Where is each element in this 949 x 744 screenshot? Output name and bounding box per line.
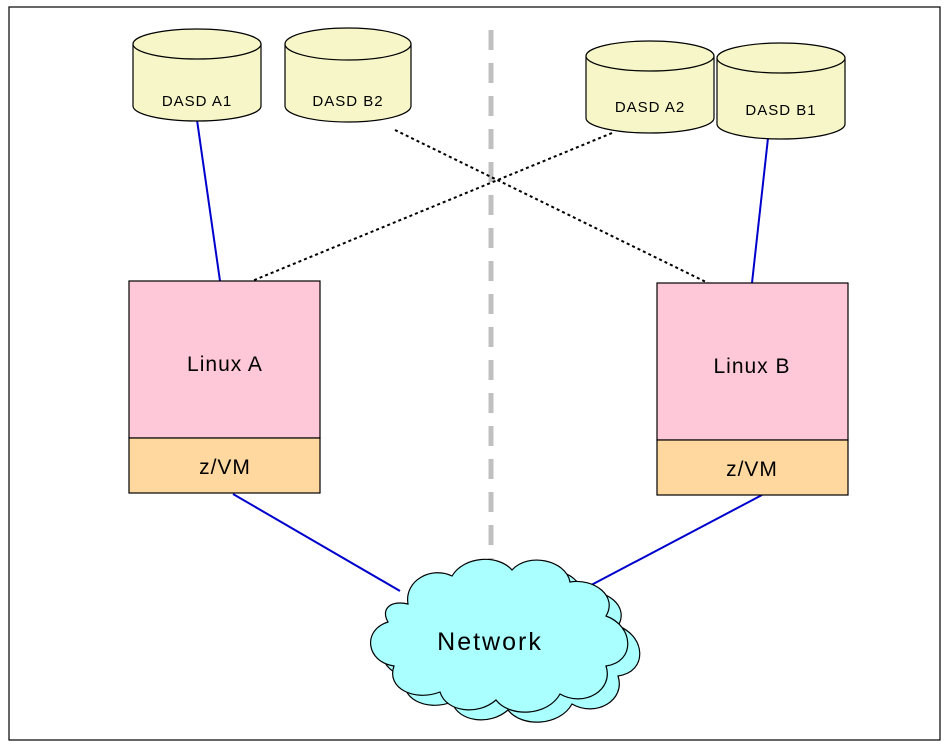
disk-top xyxy=(132,28,262,60)
link-dasd-a1-linux-a xyxy=(196,119,221,282)
link-zvm-right-network xyxy=(577,494,763,593)
network-cloud: Network xyxy=(370,558,641,723)
linux-b-label: Linux B xyxy=(713,355,790,378)
network-label: Network xyxy=(437,628,543,656)
link-dasd-b2-linux-b xyxy=(394,129,709,284)
disk-icon xyxy=(585,56,715,134)
dasd-b1: DASD B1 xyxy=(716,42,846,140)
disk-top xyxy=(585,40,715,72)
linux-a-box xyxy=(128,280,321,439)
link-zvm-left-network xyxy=(232,493,401,592)
zvm-right-box xyxy=(656,439,849,496)
dasd-a1: DASD A1 xyxy=(132,28,262,122)
dasd-b2-label: DASD B2 xyxy=(312,93,383,110)
zvm-right-label: z/VM xyxy=(726,458,778,481)
zvm-left-box xyxy=(128,437,321,494)
linux-a-node: Linux A z/VM xyxy=(128,280,321,494)
dasd-a2-label: DASD A2 xyxy=(615,99,685,116)
link-dasd-a2-linux-a xyxy=(251,132,613,282)
linux-b-node: Linux B z/VM xyxy=(656,282,849,496)
linux-b-box xyxy=(656,282,849,441)
cloud-icon xyxy=(370,558,629,713)
disk-icon xyxy=(284,44,412,123)
disk-icon xyxy=(716,58,846,140)
dasd-b1-label: DASD B1 xyxy=(745,102,816,119)
dasd-a1-label: DASD A1 xyxy=(162,93,232,110)
dasd-a2: DASD A2 xyxy=(585,40,715,134)
disk-top xyxy=(716,42,846,74)
link-dasd-b1-linux-b xyxy=(751,137,769,284)
dasd-b2: DASD B2 xyxy=(284,27,412,123)
disk-icon xyxy=(132,44,262,122)
linux-a-label: Linux A xyxy=(187,353,263,376)
zvm-left-label: z/VM xyxy=(199,456,251,479)
disk-top xyxy=(284,27,412,61)
